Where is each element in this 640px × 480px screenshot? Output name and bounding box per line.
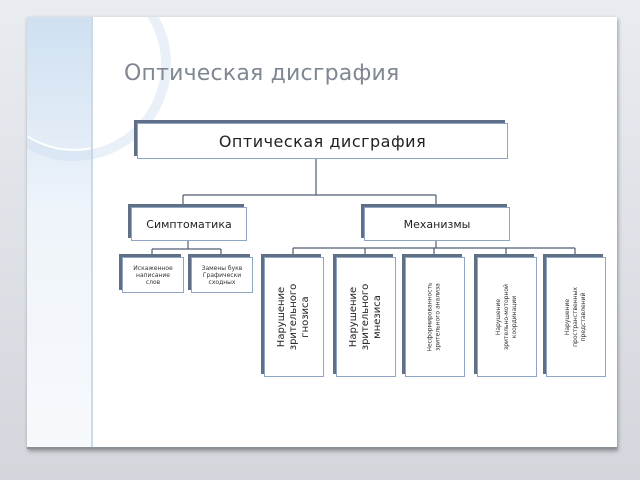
symptoms-node: Симптоматика [131, 207, 247, 241]
root-label: Оптическая дисграфия [218, 131, 427, 151]
slide: Оптическая дисграфия Оптич [27, 17, 617, 449]
mechanism-label-5: Нарушение пространственных представлений [564, 287, 588, 347]
mechanism-node-5: Нарушение пространственных представлений [546, 257, 606, 377]
mechanisms-node: Механизмы [364, 207, 510, 241]
mechanism-node-3: Несформированность зрительного анализа [405, 257, 465, 377]
mechanism-node-2: Нарушение зрительного мнезиса [336, 257, 396, 377]
diagram-connectors [151, 157, 576, 257]
mechanism-node-1: Нарушение зрительного гнозиса [264, 257, 324, 377]
symptom-label-1: Искаженное написание слов [133, 264, 173, 286]
mechanism-node-4: Нарушение зрительно-моторной координации [477, 257, 537, 377]
symptom-node-1: Искаженное написание слов [122, 257, 184, 293]
mechanism-label-2: Нарушение зрительного мнезиса [348, 283, 383, 351]
mechanisms-label: Механизмы [403, 217, 471, 231]
mechanism-label-3: Несформированность зрительного анализа [427, 282, 443, 352]
slide-decoration-line [91, 17, 93, 449]
symptom-label-2: Замены букв Графически сходных [201, 264, 243, 286]
symptoms-label: Симптоматика [146, 217, 232, 231]
symptom-node-2: Замены букв Графически сходных [191, 257, 253, 293]
mechanism-label-4: Нарушение зрительно-моторной координации [495, 284, 519, 350]
diagram-root-node: Оптическая дисграфия [137, 123, 508, 159]
slide-title: Оптическая дисграфия [124, 61, 400, 86]
slide-bottom-divider [27, 447, 617, 449]
mechanism-label-1: Нарушение зрительного гнозиса [276, 283, 311, 351]
